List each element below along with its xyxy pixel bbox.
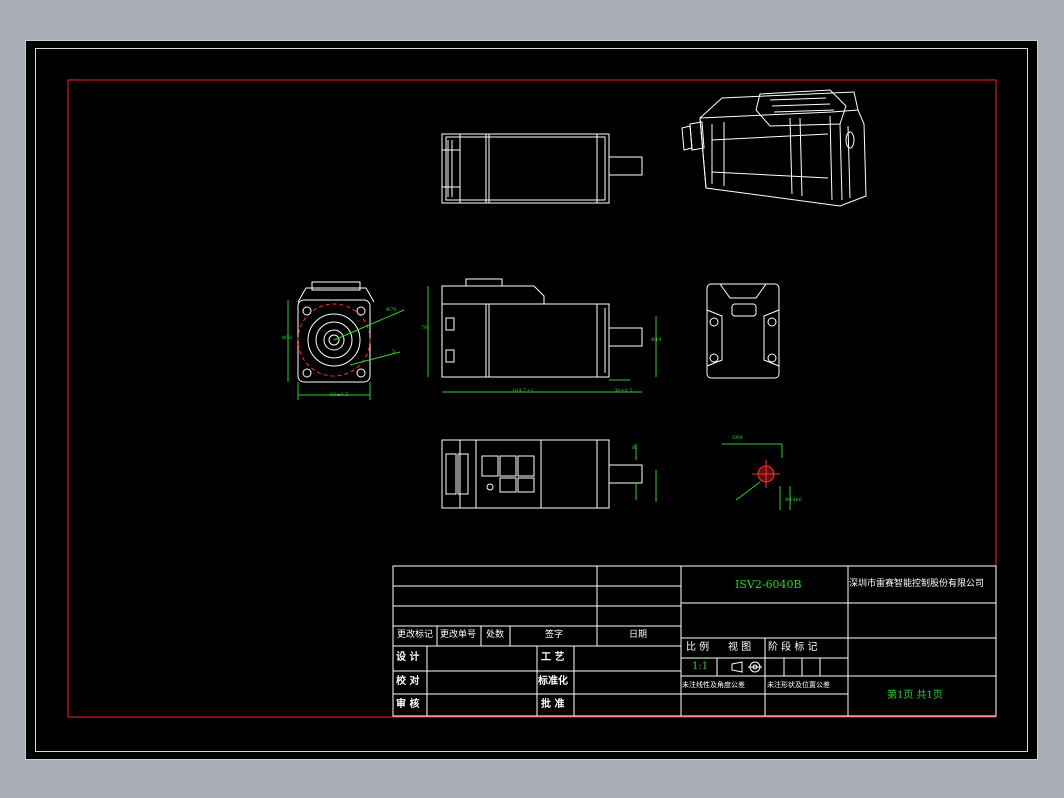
label-check: 校 对	[396, 676, 420, 687]
company-name: 深圳市雷赛智能控制股份有限公司	[849, 579, 985, 589]
drawing-viewport[interactable]	[25, 40, 1038, 760]
dim-flange-width: 60±0.5	[330, 392, 349, 398]
label-review: 审 核	[396, 699, 420, 710]
bottom-view	[441, 439, 657, 509]
shaft-section	[722, 443, 791, 510]
inner-frame	[67, 79, 997, 718]
rev-col-date: 日期	[629, 630, 648, 640]
label-approve: 批 准	[541, 699, 565, 710]
label-design: 设 计	[396, 652, 420, 663]
dim-section: Φ14h6	[785, 497, 802, 503]
rear-view	[706, 283, 780, 379]
dim-pilot: Φ50	[282, 335, 293, 341]
rev-col-sign: 签字	[545, 630, 564, 640]
top-view	[441, 133, 643, 204]
model-name: ISV2-6040B	[735, 578, 802, 591]
iso-view	[681, 89, 867, 207]
untolerated-angle: 未注线性及角度公差	[682, 681, 745, 689]
label-standardize: 标准化	[538, 676, 568, 687]
dim-bolt-circle: Φ70	[386, 307, 397, 313]
stage-mark-header: 阶 段 标 记	[768, 642, 818, 653]
rev-col-mark: 更改标记	[397, 630, 434, 640]
view-header: 视 图	[728, 642, 752, 653]
dim-body-length: 104.7±1	[512, 388, 534, 394]
flange-view	[287, 281, 405, 400]
scale-header: 比 例	[686, 642, 710, 653]
label-process: 工 艺	[541, 652, 565, 663]
scale-value: 1:1	[692, 661, 709, 672]
dim-key-width: 5N9	[732, 435, 743, 441]
page-info: 第1页 共1页	[887, 690, 943, 701]
dim-slot-width: 5	[392, 349, 396, 355]
dim-key-label: B	[632, 445, 636, 451]
dim-shaft-length: 30±0.5	[614, 388, 633, 394]
dim-height: 70	[421, 325, 428, 331]
rev-col-doc: 更改单号	[440, 630, 477, 640]
projection-symbol	[731, 661, 762, 673]
sheet-border	[35, 48, 1028, 752]
rev-col-count: 处数	[486, 630, 505, 640]
title-block-grid	[392, 565, 997, 717]
side-view	[427, 278, 657, 393]
dim-shaft-dia: Φ14	[651, 337, 662, 343]
untolerated-shape: 未注形状及位置公差	[767, 681, 830, 689]
